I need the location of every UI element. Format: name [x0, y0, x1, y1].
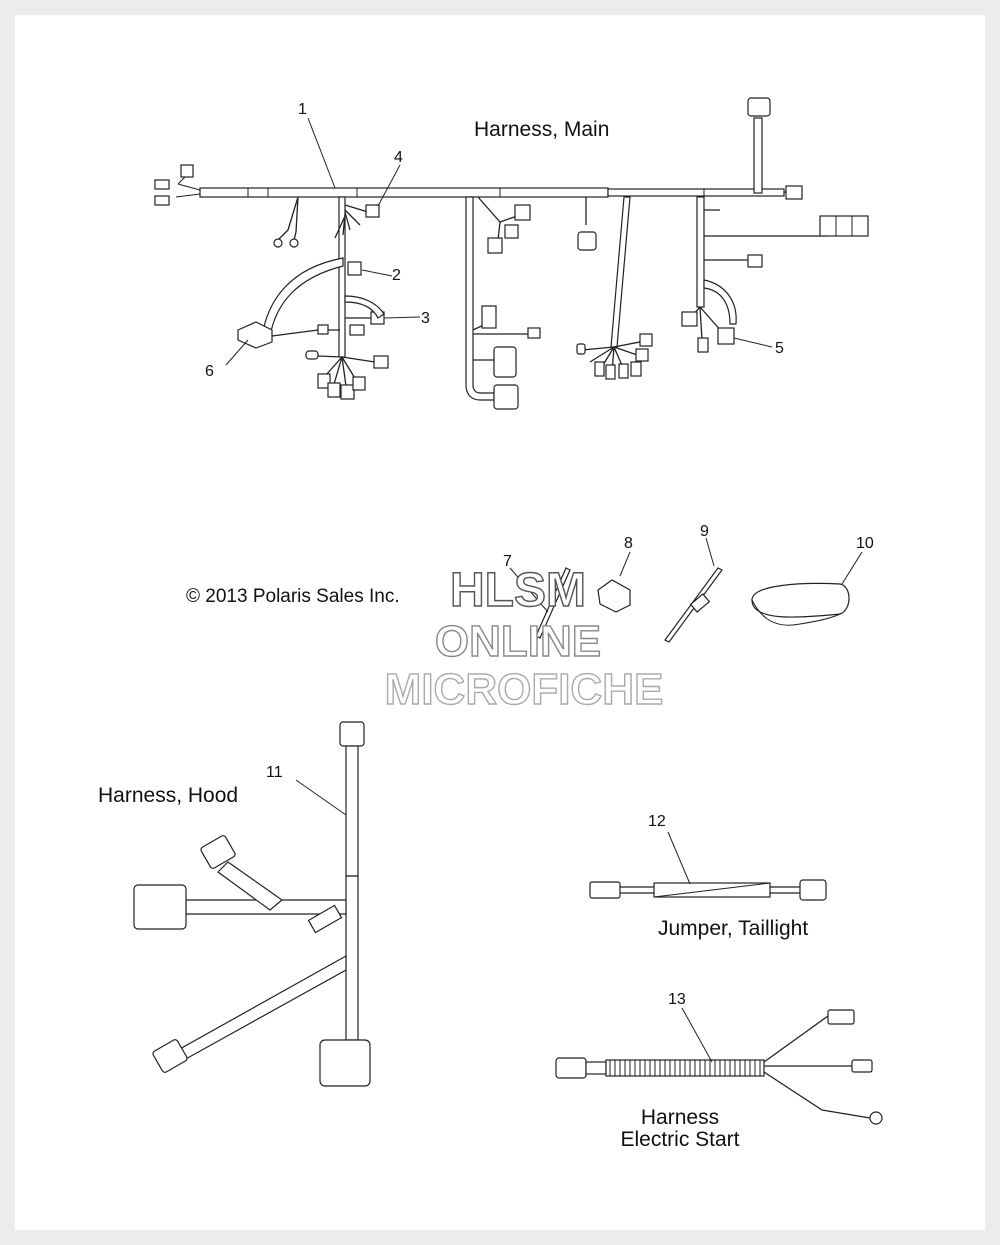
watermark-line1: HLSM [450, 564, 586, 617]
callout-1: 1 [298, 101, 307, 118]
hood-connector-bottom [319, 1039, 371, 1087]
label-electric-start-2: Electric Start [620, 1128, 739, 1151]
relay-block [819, 215, 869, 237]
label-jumper-taillight: Jumper, Taillight [658, 917, 808, 940]
drop-right [696, 196, 705, 308]
callout-11: 11 [266, 764, 283, 781]
item-7-strap [535, 567, 571, 639]
hood-connector-lower [152, 1039, 188, 1073]
tube-ribs [609, 1060, 761, 1076]
connector-top-right [747, 97, 771, 117]
drop-center-j [465, 196, 495, 401]
connector-left-b [154, 195, 170, 206]
callout-8: 8 [624, 535, 633, 552]
label-harness-hood: Harness, Hood [98, 784, 238, 807]
callout-7: 7 [503, 553, 512, 570]
label-electric-start-1: Harness [641, 1106, 719, 1129]
connector-2 [347, 261, 362, 276]
item-8-clip [597, 579, 631, 613]
jumper-taillight-drawing [589, 831, 827, 901]
hood-harness-drawing [133, 721, 371, 1087]
callout-13: 13 [668, 991, 686, 1008]
callout-9: 9 [700, 523, 709, 540]
callout-3: 3 [421, 310, 430, 327]
item-10-sleeve [751, 582, 850, 618]
electric-start-drawing [555, 1007, 883, 1125]
callout-10: 10 [856, 535, 874, 552]
callout-2: 2 [392, 267, 401, 284]
connector-4 [365, 204, 380, 218]
callout-12: 12 [648, 813, 666, 830]
connector-large-b [493, 384, 519, 410]
watermark-line3: MICROFICHE [385, 665, 664, 714]
connector-5 [717, 327, 735, 345]
connector-center-small [577, 231, 597, 251]
connector-left-c [180, 164, 194, 178]
main-trunk [199, 187, 609, 198]
callout-4: 4 [394, 149, 403, 166]
callout-5: 5 [775, 340, 784, 357]
main-callouts [225, 117, 773, 366]
hood-connector-left [133, 884, 187, 930]
connector-large-a [493, 346, 517, 378]
small-parts-drawing [509, 537, 863, 643]
callout-6: 6 [205, 363, 214, 380]
watermark: HLSM ONLINE MICROFICHE [384, 563, 664, 714]
riser-right [753, 117, 763, 194]
main-harness-drawing [154, 97, 869, 410]
copyright-notice: © 2013 Polaris Sales Inc. [186, 586, 400, 607]
connector-left-a [154, 179, 170, 190]
hood-connector-top [339, 721, 365, 747]
hood-connector-upper [200, 835, 236, 869]
watermark-line2: ONLINE [435, 617, 601, 666]
connector-right-end [785, 185, 803, 200]
harness-arc-6 [261, 257, 344, 337]
label-harness-main: Harness, Main [474, 118, 609, 141]
